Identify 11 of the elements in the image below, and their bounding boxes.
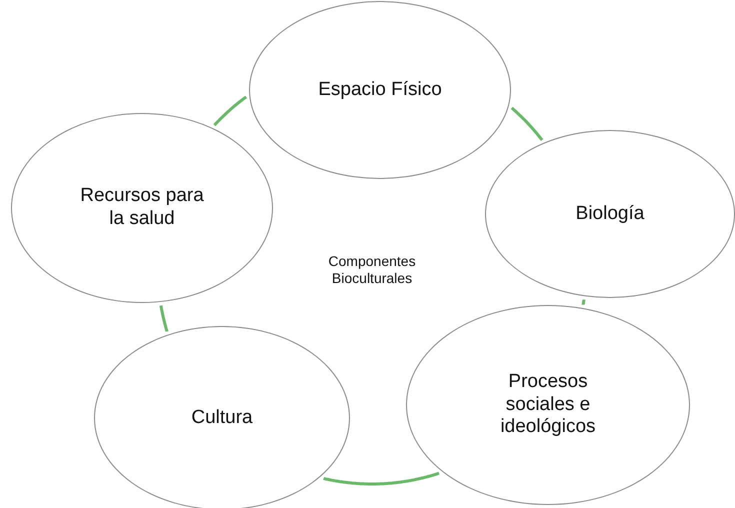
ring-arc	[213, 96, 248, 126]
node-label: Procesos sociales e ideológicos	[499, 370, 597, 440]
ring-arc	[160, 304, 168, 332]
ring-arc	[582, 298, 586, 306]
node-label: Espacio Físico	[318, 78, 442, 102]
ring-arc	[510, 106, 544, 142]
center-label: Componentes Bioculturales	[302, 248, 442, 292]
node-label: Cultura	[191, 406, 253, 430]
node-label: Biología	[576, 202, 644, 226]
ring-arc	[323, 472, 440, 486]
node-label: Recursos para la salud	[79, 185, 205, 231]
